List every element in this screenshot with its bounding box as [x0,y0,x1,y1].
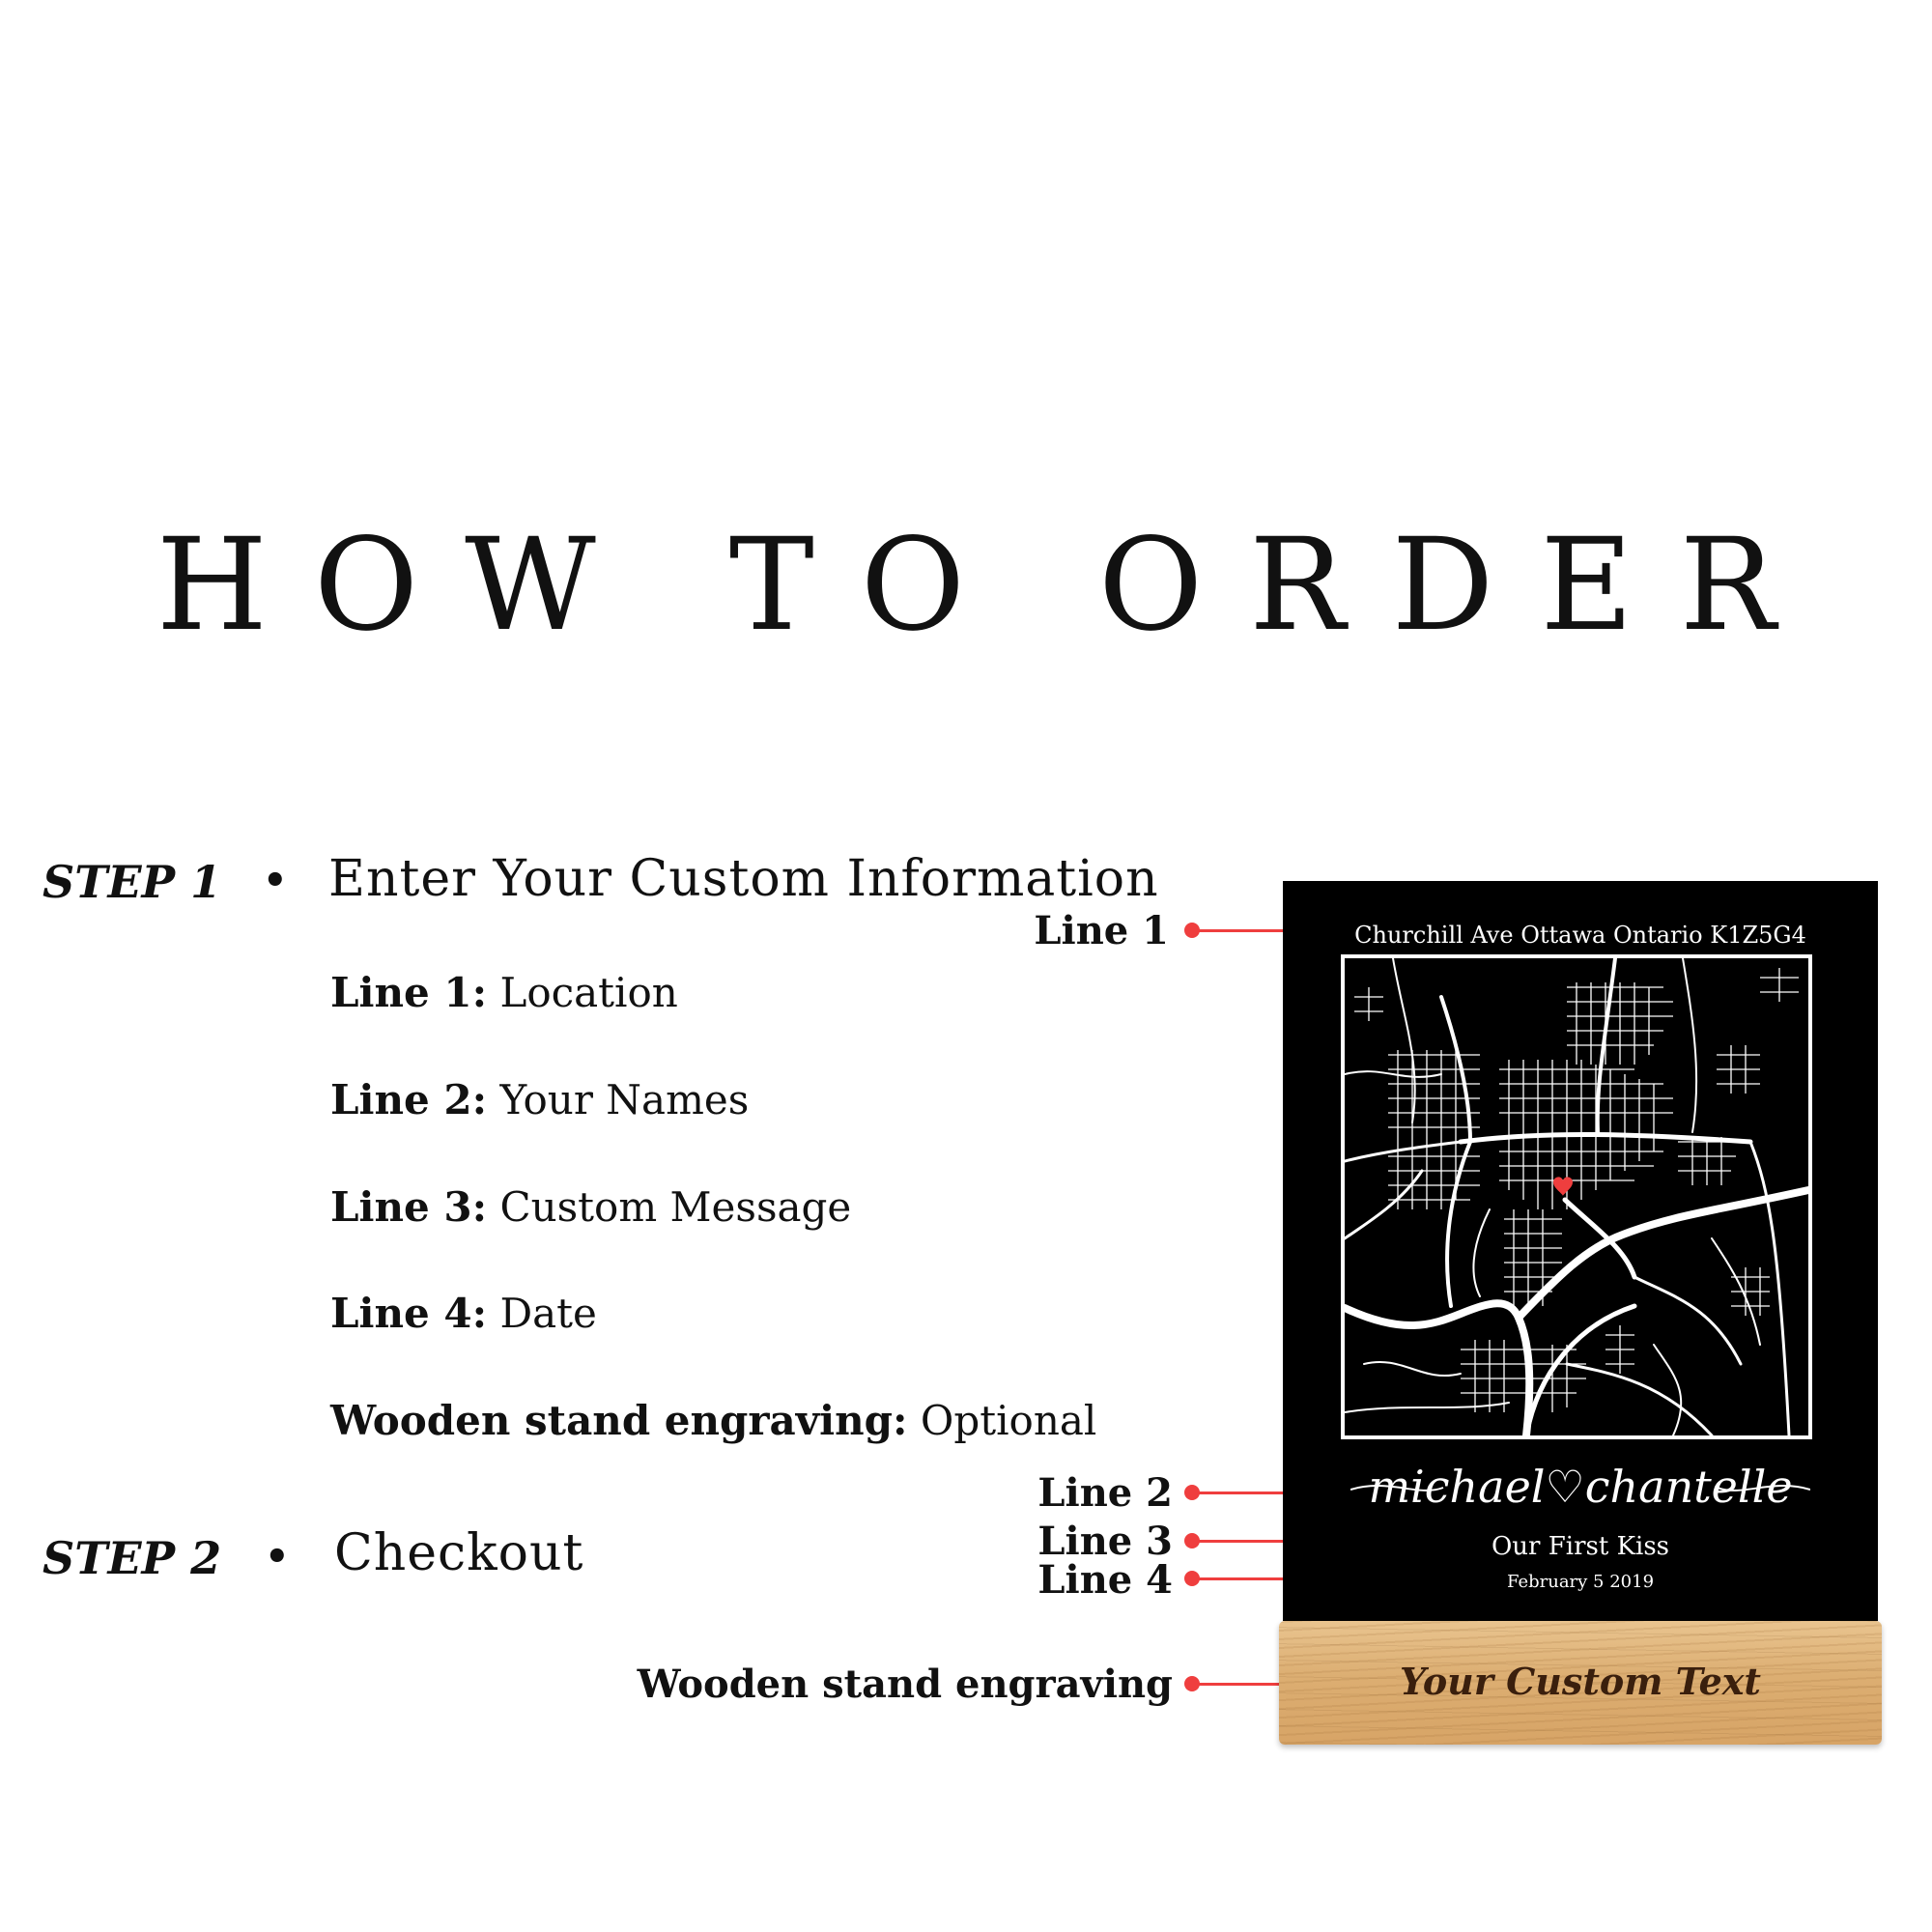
instruction-key: Line 1: [330,969,488,1016]
instruction-key: Line 4: [330,1290,488,1337]
plaque-address: Churchill Ave Ottawa Ontario K1Z5G4 [1354,922,1806,949]
instruction-value: Custom Message [487,1183,852,1231]
instruction-key: Wooden stand engraving: [330,1397,908,1444]
plaque-names: michael♡chantelle [1368,1461,1793,1513]
instruction-value: Optional [907,1397,1097,1444]
map-plaque: Churchill Ave Ottawa Ontario K1Z5G4 [1283,881,1878,1621]
step-2-label: STEP 2 [43,1532,222,1584]
callout-line-3: Line 3 [1037,1519,1173,1564]
callout-pointer [1192,1492,1335,1494]
step-1-label: STEP 1 [43,856,222,908]
heart-marker-icon [1553,1177,1573,1196]
instruction-value: Your Names [487,1076,750,1123]
instruction-value: Date [487,1290,597,1337]
callout-line-4: Line 4 [1037,1557,1173,1603]
instruction-key: Line 2: [330,1076,488,1123]
flourish-icon [1350,1485,1810,1492]
plaque-date: February 5 2019 [1506,1572,1655,1592]
instruction-key: Line 3: [330,1183,488,1231]
callout-pointer [1192,929,1339,932]
stand-engraving: Your Custom Text [1400,1660,1761,1703]
instruction-line-3: Line 3: Custom Message [330,1183,851,1231]
step-2-bullet: • [265,1534,290,1579]
street-map-graphic [1345,958,1808,1435]
callout-line-2: Line 2 [1037,1470,1173,1516]
plaque-message: Our First Kiss [1491,1532,1670,1561]
wooden-stand: Your Custom Text [1279,1621,1882,1745]
instruction-value: Location [487,969,678,1016]
instruction-line-2: Line 2: Your Names [330,1076,749,1123]
callout-line-1: Line 1 [1034,908,1169,953]
page-title: HOW TO ORDER [156,511,1823,660]
step-1-bullet: • [263,858,288,903]
step-1-text: Enter Your Custom Information [328,850,1159,908]
step-2-text: Checkout [334,1524,584,1582]
callout-wooden-stand: Wooden stand engraving [637,1662,1173,1707]
instruction-line-engraving: Wooden stand engraving: Optional [330,1397,1096,1444]
instruction-line-1: Line 1: Location [330,969,678,1016]
street-map [1341,954,1812,1439]
instruction-line-4: Line 4: Date [330,1290,597,1337]
